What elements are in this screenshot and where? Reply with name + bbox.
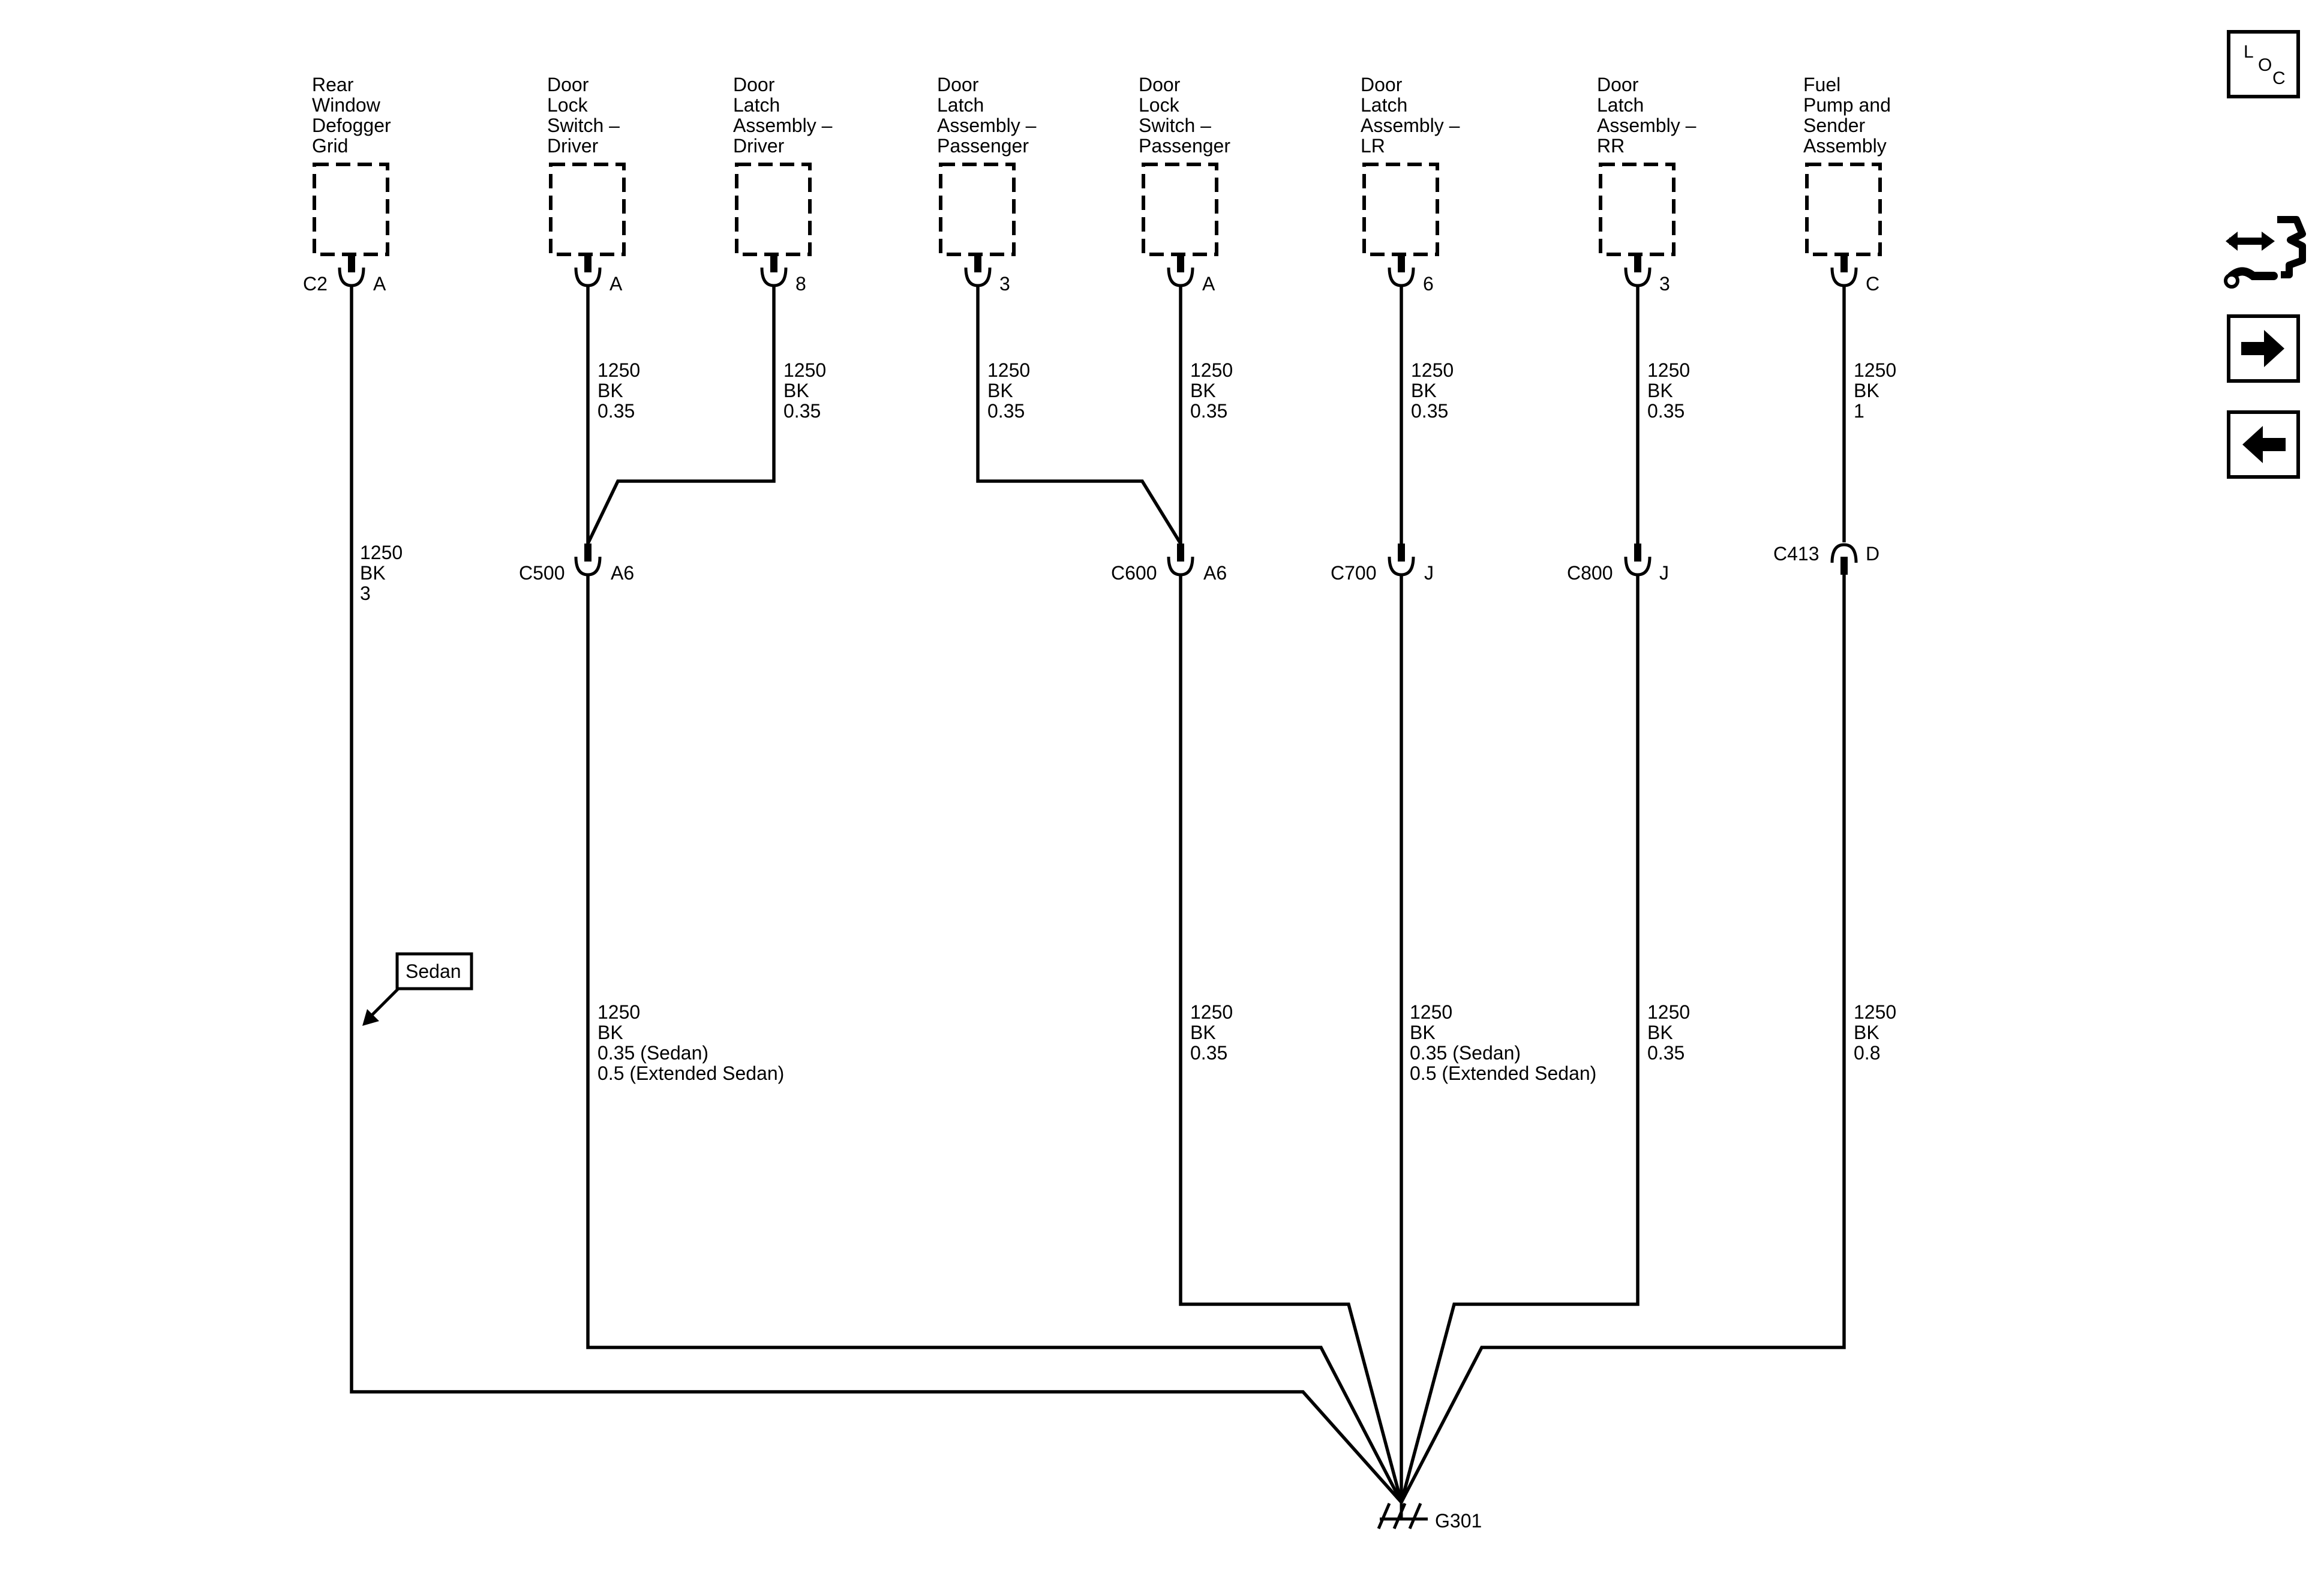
pin-label: J xyxy=(1424,562,1434,584)
mid-connector-symbols xyxy=(574,543,1858,577)
wire-label: 1250 BK 0.35 xyxy=(1190,359,1238,422)
connector-id-c800: C800 xyxy=(1567,562,1613,584)
sedan-callout: Sedan xyxy=(362,952,473,1026)
component-box-door-latch-assembly-passenger xyxy=(939,163,1016,256)
pin-label: D xyxy=(1866,543,1879,565)
component-label-fuel-pump-and-sender-assembly: Fuel Pump and Sender Assembly xyxy=(1803,74,1896,157)
sedan-callout-label: Sedan xyxy=(406,960,461,982)
wire-label: 1250 BK 0.35 (Sedan) 0.5 (Extended Sedan… xyxy=(1410,1001,1596,1084)
wire-rear-defogger xyxy=(350,287,1403,1503)
svg-text:O: O xyxy=(2258,55,2272,75)
svg-text:L: L xyxy=(2244,42,2254,62)
component-box-door-lock-switch-passenger xyxy=(1142,163,1218,256)
pin-label: A xyxy=(373,273,386,295)
component-box-door-latch-assembly-rr xyxy=(1599,163,1676,256)
component-label-door-lock-switch-passenger: Door Lock Switch – Passenger xyxy=(1139,74,1230,157)
component-label-door-latch-assembly-passenger: Door Latch Assembly – Passenger xyxy=(937,74,1041,157)
wire-c800-to-ground xyxy=(1400,576,1640,1503)
wire-c500-to-ground xyxy=(586,576,1403,1503)
wire-label: 1250 BK 0.35 xyxy=(987,359,1035,422)
loc-icon: L O C xyxy=(2244,42,2286,88)
next-arrow-icon xyxy=(2241,330,2284,367)
wire-label: 1250 BK 0.8 xyxy=(1854,1001,1902,1064)
component-box-door-latch-assembly-driver xyxy=(735,163,812,256)
pin-label: 3 xyxy=(999,273,1010,295)
callout-arrowhead xyxy=(362,1009,379,1026)
connector-id-c500: C500 xyxy=(519,562,565,584)
pin-label: 6 xyxy=(1423,273,1434,295)
connector-view-icon[interactable] xyxy=(2223,214,2307,292)
pin-label: A6 xyxy=(1203,562,1227,584)
pin-label: A6 xyxy=(611,562,634,584)
wire-c600-to-ground xyxy=(1179,576,1403,1503)
wire-label: 1250 BK 0.35 xyxy=(1411,359,1459,422)
pin-label: A xyxy=(1202,273,1215,295)
component-label-door-latch-assembly-driver: Door Latch Assembly – Driver xyxy=(733,74,837,157)
ground-symbol-g301 xyxy=(1377,1500,1428,1529)
component-label-door-lock-switch-driver: Door Lock Switch – Driver xyxy=(547,74,625,157)
wire-label: 1250 BK 0.35 xyxy=(1190,1001,1238,1064)
pin-label: 3 xyxy=(1659,273,1670,295)
pin-label: A xyxy=(609,273,623,295)
wire-label: 1250 BK 0.35 (Sedan) 0.5 (Extended Sedan… xyxy=(597,1001,784,1084)
wires xyxy=(350,287,1846,1503)
svg-text:C: C xyxy=(2272,68,2286,88)
component-label-door-latch-assembly-lr: Door Latch Assembly – LR xyxy=(1361,74,1465,157)
wire-label: 1250 BK 0.35 xyxy=(783,359,831,422)
wire-c413-to-ground xyxy=(1400,575,1846,1503)
previous-arrow-icon xyxy=(2242,426,2286,463)
previous-button[interactable] xyxy=(2227,410,2300,479)
connector-id-c700: C700 xyxy=(1331,562,1377,584)
top-connector-symbols xyxy=(338,256,1858,287)
wire-label: 1250 BK 0.35 xyxy=(1647,359,1695,422)
wire-door-latch-passenger xyxy=(976,287,1182,545)
wire-door-latch-driver xyxy=(586,287,776,545)
loc-button[interactable]: L O C xyxy=(2227,30,2300,98)
connector-id-c413: C413 xyxy=(1773,543,1819,565)
component-label-rear-window-defogger-grid: Rear Window Defogger Grid xyxy=(312,74,397,157)
pin-label: C xyxy=(1866,273,1879,295)
component-box-fuel-pump-and-sender-assembly xyxy=(1805,163,1882,256)
wire-label-rear-defogger: 1250 BK 3 xyxy=(360,542,408,604)
wire-label: 1250 BK 0.35 xyxy=(1647,1001,1695,1064)
wire-label: 1250 BK 0.35 xyxy=(597,359,645,422)
next-button[interactable] xyxy=(2227,314,2300,383)
ground-label: G301 xyxy=(1435,1510,1482,1532)
pin-label: J xyxy=(1659,562,1669,584)
component-box-door-lock-switch-driver xyxy=(549,163,626,256)
connector-id-c2: C2 xyxy=(303,273,328,295)
component-label-door-latch-assembly-rr: Door Latch Assembly – RR xyxy=(1597,74,1701,157)
wire-label: 1250 BK 1 xyxy=(1854,359,1902,422)
component-box-rear-window-defogger-grid xyxy=(313,163,389,256)
connector-id-c600: C600 xyxy=(1111,562,1157,584)
component-box-door-latch-assembly-lr xyxy=(1362,163,1439,256)
pin-label: 8 xyxy=(795,273,806,295)
